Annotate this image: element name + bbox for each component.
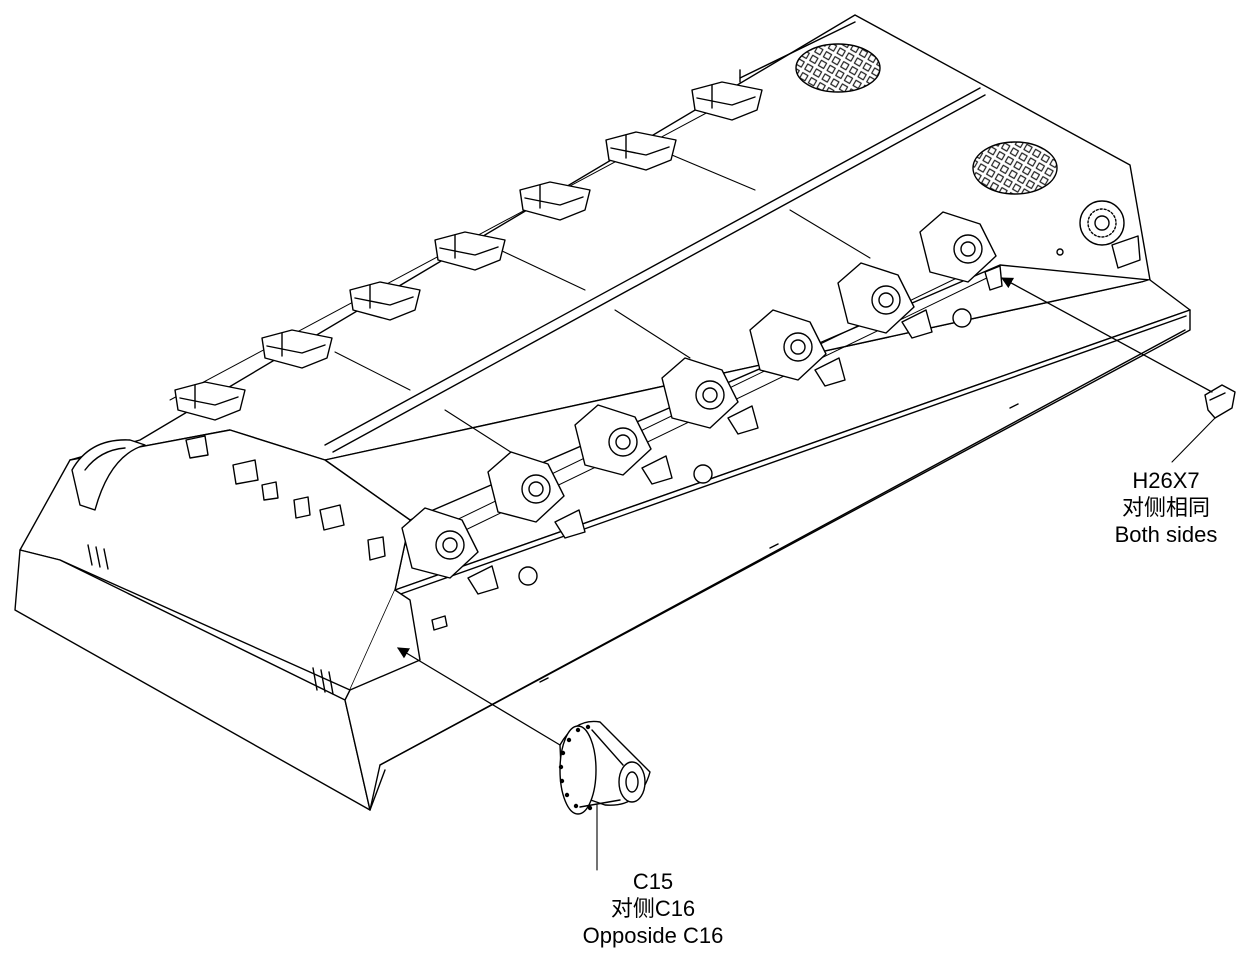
pointer-arrow-h26x7	[1000, 277, 1213, 393]
suspension-arm-mount	[401, 507, 479, 579]
glacis-fittings	[87, 435, 448, 695]
suspension-arm-mount	[837, 262, 915, 334]
part-note-en: Opposide C16	[582, 923, 724, 948]
suspension-arm-mount	[574, 404, 652, 476]
suspension-arm-mount	[919, 211, 997, 283]
bump-stop-row	[467, 265, 1003, 595]
drive-sprocket-hub-icon	[1056, 200, 1141, 269]
engine-grille	[795, 43, 1058, 195]
return-roller-mount	[261, 329, 333, 369]
part-code-label: C15	[632, 869, 674, 894]
part-note-cn: 对侧C16	[610, 896, 696, 921]
hull-body	[14, 14, 1191, 811]
return-roller-mount	[174, 381, 246, 421]
leader-h26x7	[1171, 417, 1216, 463]
deck-cable-lines	[334, 149, 871, 459]
suspension-row	[401, 211, 1003, 595]
idler-mount-icon	[71, 439, 146, 511]
callout-c15: C15 对侧C16 Opposide C16	[548, 868, 758, 949]
return-roller-mount	[519, 181, 591, 221]
return-roller-row	[169, 81, 763, 421]
suspension-arm-mount	[661, 357, 739, 429]
part-h26x7-icon	[1204, 384, 1236, 419]
return-roller-mount	[605, 131, 677, 171]
callout-h26x7: H26X7 对侧相同 Both sides	[1092, 467, 1236, 548]
part-code-label: H26X7	[1132, 468, 1200, 493]
suspension-arm-mount	[487, 451, 565, 523]
pointer-arrow-c15	[396, 647, 561, 746]
part-c15-icon	[558, 720, 651, 815]
suspension-arm-mount	[749, 309, 827, 381]
part-note-cn: 对侧相同	[1121, 495, 1210, 520]
return-roller-mount	[434, 231, 506, 271]
part-note-en: Both sides	[1114, 522, 1218, 547]
return-roller-mount	[691, 81, 763, 121]
c15-bolt-ring	[558, 724, 593, 811]
return-roller-mount	[349, 281, 421, 321]
